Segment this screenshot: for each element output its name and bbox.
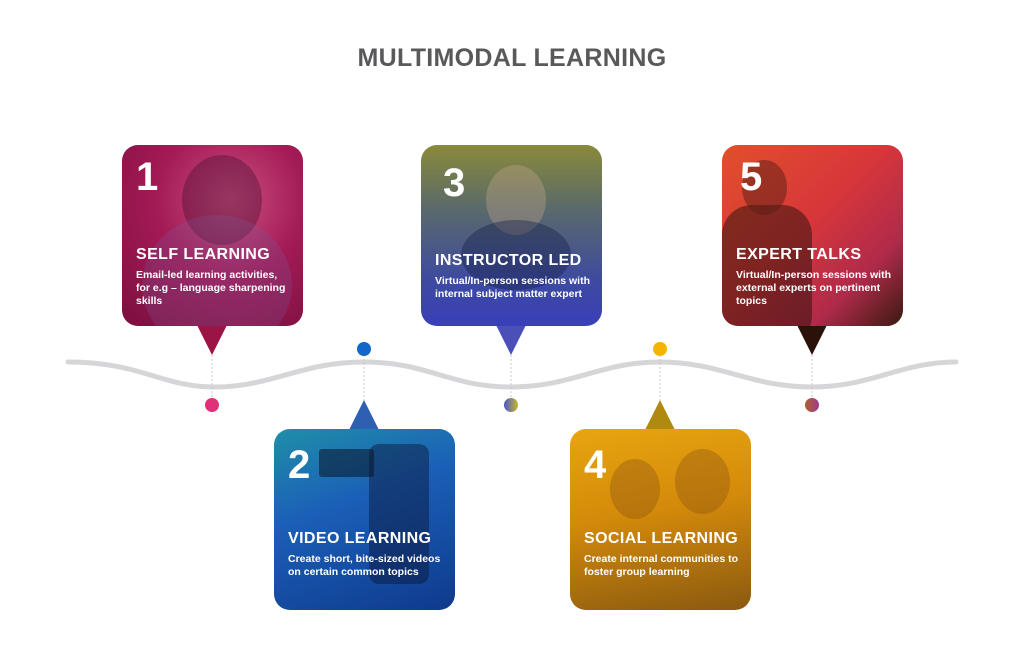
pointer-4 (645, 400, 675, 430)
card-description: Virtual/In-person sessions with external… (736, 269, 892, 307)
photo-subject-shape (142, 215, 292, 326)
card-heading: VIDEO LEARNING (288, 530, 432, 547)
photo-subject-shape (461, 220, 571, 290)
timeline-dot-2 (357, 342, 371, 356)
pointer-2 (349, 400, 379, 430)
card-heading: SELF LEARNING (136, 246, 271, 263)
man-with-headphones-photo (122, 145, 303, 326)
page-title: MULTIMODAL LEARNING (357, 44, 667, 72)
card-number: 1 (136, 155, 159, 199)
photo-subject-shape (610, 459, 660, 519)
timeline-dot-5 (805, 398, 819, 412)
timeline-dot-3 (504, 398, 518, 412)
photo-subject-shape (722, 205, 812, 326)
card-instructor-led: 3 INSTRUCTOR LED Virtual/In-person sessi… (421, 145, 602, 326)
card-description: Email-led learning activities, for e.g –… (136, 269, 286, 307)
group-laughing-photo (570, 429, 751, 610)
card-social-learning: 4 SOCIAL LEARNING Create internal commun… (570, 429, 751, 610)
photo-subject-shape (182, 155, 262, 245)
video-call-laptop-photo (421, 145, 602, 326)
timeline-dot-4 (653, 342, 667, 356)
pointer-1 (197, 325, 227, 355)
photo-subject-shape (675, 449, 730, 514)
card-video-learning: 2 VIDEO LEARNING Create short, bite-size… (274, 429, 455, 610)
card-description: Virtual/In-person sessions with internal… (435, 275, 591, 300)
card-description: Create internal communities to foster gr… (584, 553, 739, 578)
card-number: 4 (584, 443, 607, 487)
card-heading: EXPERT TALKS (736, 246, 862, 263)
card-expert-talks: 5 EXPERT TALKS Virtual/In-person session… (722, 145, 903, 326)
timeline-dot-1 (205, 398, 219, 412)
pointer-3 (496, 325, 526, 355)
timeline-wave (65, 359, 959, 390)
card-description: Create short, bite-sized videos on certa… (288, 553, 441, 578)
photo-subject-shape (369, 444, 429, 584)
card-heading: INSTRUCTOR LED (435, 252, 582, 269)
photo-subject-shape (486, 165, 546, 235)
photo-subject-shape (742, 160, 787, 215)
card-heading: SOCIAL LEARNING (584, 530, 739, 547)
card-number: 2 (288, 443, 311, 487)
card-self-learning: 1 SELF LEARNING Email-led learning activ… (122, 145, 303, 326)
card-number: 3 (443, 161, 466, 205)
photo-subject-shape (319, 449, 374, 477)
pointer-5 (797, 325, 827, 355)
card-number: 5 (740, 155, 763, 199)
